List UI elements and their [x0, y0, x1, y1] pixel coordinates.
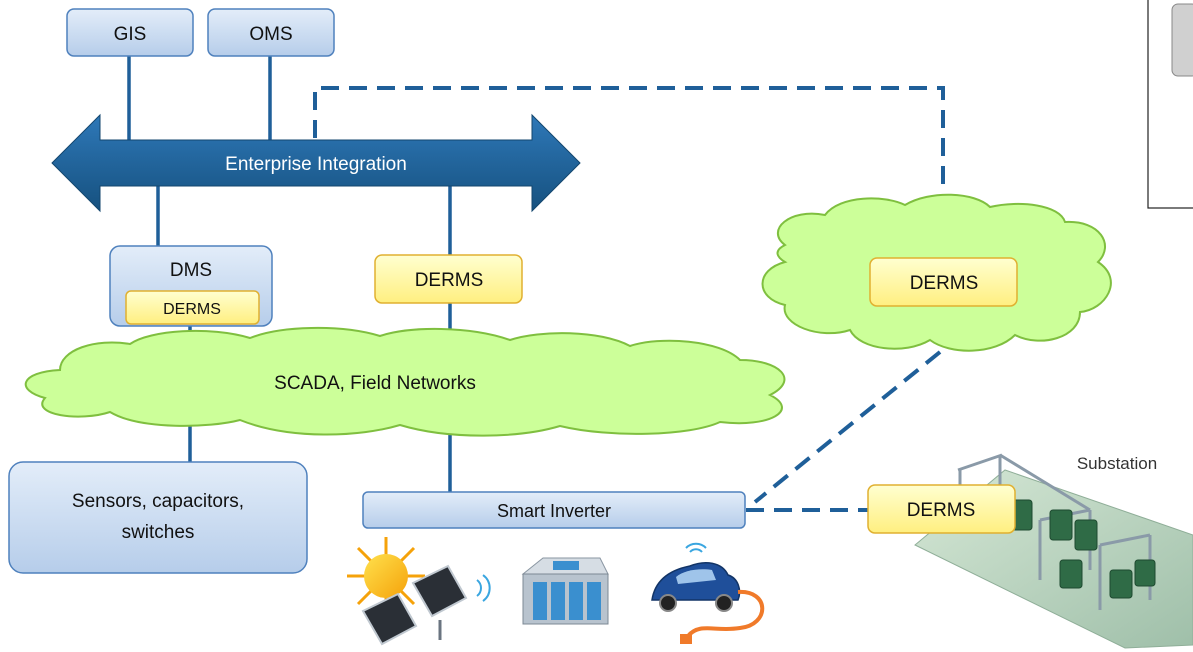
cloud-derms-label: DERMS	[910, 273, 979, 294]
smart-inverter-label: Smart Inverter	[497, 501, 611, 521]
substation-label: Substation	[1077, 454, 1157, 473]
substation-derms-label: DERMS	[907, 500, 976, 521]
sensors-label-line1: Sensors, capacitors,	[72, 491, 244, 512]
substation-derms-box: DERMS	[867, 484, 1016, 534]
enterprise-integration-bus: Enterprise Integration	[51, 113, 581, 213]
cloud-derms-box: DERMS	[869, 257, 1018, 307]
gis-box: GIS	[66, 8, 194, 57]
dashed-connectors	[313, 86, 945, 512]
sensors-label-line2: switches	[122, 522, 195, 543]
dms-box: DMS DERMS	[109, 245, 273, 327]
dms-label: DMS	[170, 260, 212, 281]
battery-storage-icon	[521, 557, 609, 625]
oms-box: OMS	[207, 8, 335, 57]
oms-label: OMS	[249, 24, 292, 45]
scada-label: SCADA, Field Networks	[274, 373, 476, 394]
mid-derms-label: DERMS	[415, 270, 484, 291]
scada-cloud	[24, 327, 786, 437]
mid-derms-box: DERMS	[374, 254, 523, 304]
sensors-box: Sensors, capacitors, switches	[8, 461, 308, 574]
substation-illustration: Substation	[914, 453, 1193, 649]
electric-vehicle-icon	[651, 542, 765, 644]
dms-derms-label: DERMS	[163, 301, 221, 318]
smart-inverter-box: Smart Inverter	[362, 491, 746, 529]
legend-box-partial	[1147, 0, 1193, 209]
bus-label: Enterprise Integration	[225, 154, 407, 175]
solar-panel-icon	[347, 537, 491, 646]
gis-label: GIS	[114, 24, 147, 45]
